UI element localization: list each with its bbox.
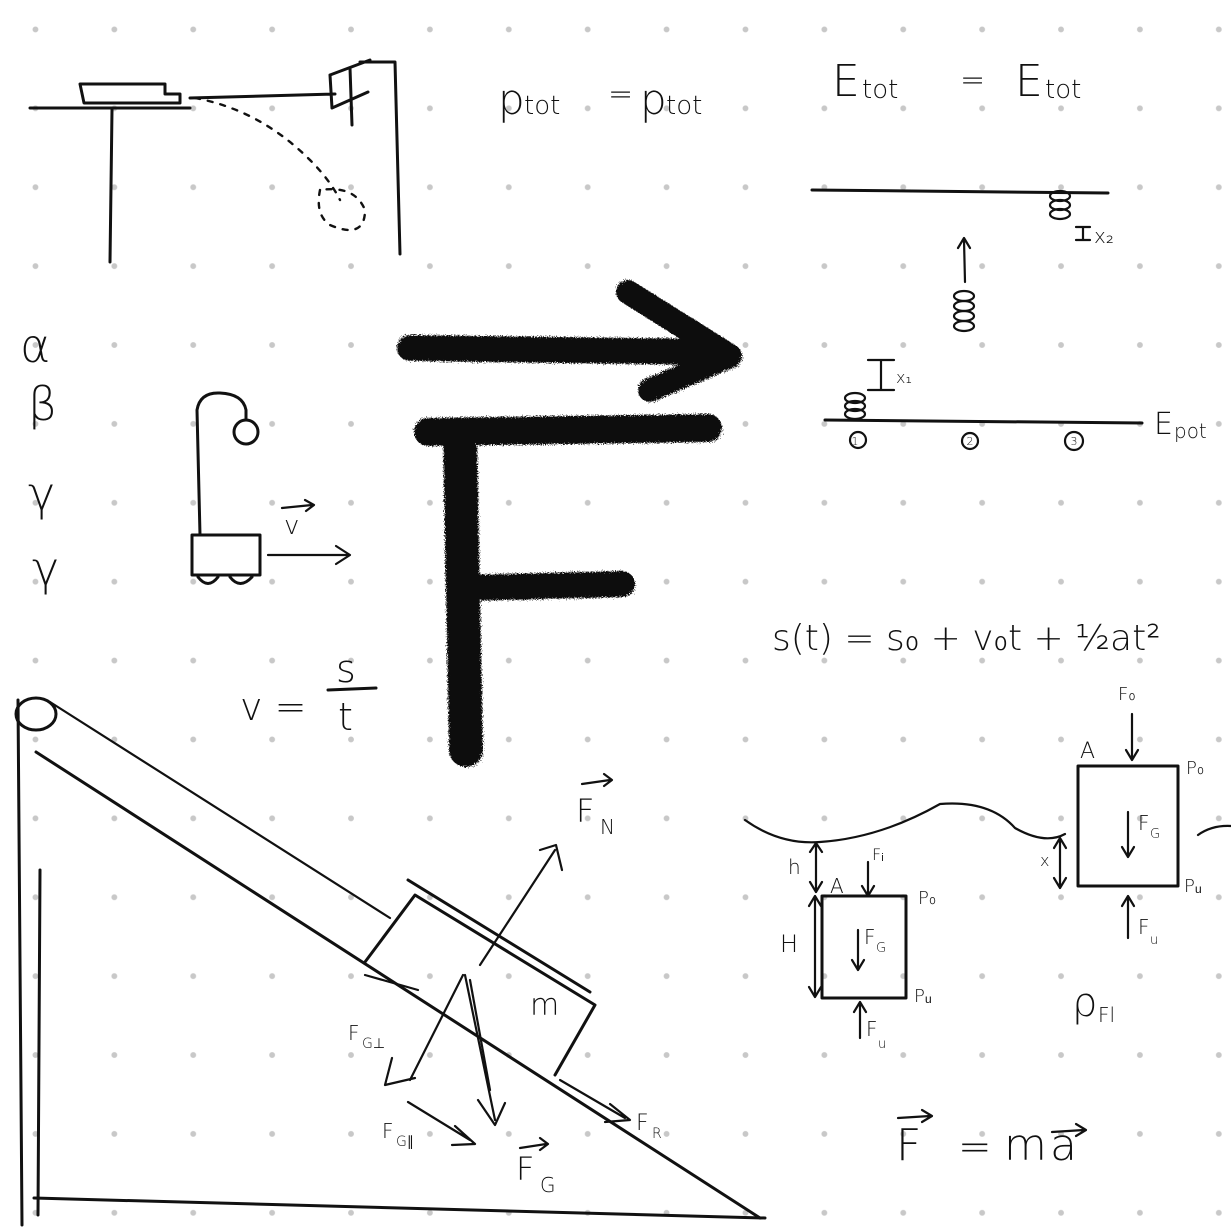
big-vector-f xyxy=(397,280,742,767)
fluid-density-sub: Fl xyxy=(1098,1003,1115,1027)
momentum-eq: = xyxy=(608,77,633,112)
buoy-right-Po: P₀ xyxy=(1186,758,1204,779)
incline-FR-sub: R xyxy=(652,1126,662,1142)
fraction-bar xyxy=(326,686,378,692)
momentum-lhs-sub: tot xyxy=(524,91,560,121)
buoy-left-Fg: F xyxy=(864,925,876,949)
newton-a: a xyxy=(1050,1120,1077,1171)
spring-x1: x₁ xyxy=(896,368,912,387)
momentum-rhs: p xyxy=(640,75,667,124)
buoy-right-Fu: F xyxy=(1138,915,1150,939)
momentum-lhs: p xyxy=(498,75,525,124)
position-1: 1 xyxy=(852,435,859,448)
greek-gamma: γ xyxy=(28,467,55,521)
spring-x2: x₂ xyxy=(1094,224,1114,248)
buoy-left-Fu: F xyxy=(866,1017,878,1041)
energy-lhs: E xyxy=(832,56,860,107)
buoy-left-H: H xyxy=(780,930,798,958)
fg-vector-arrow xyxy=(518,1136,550,1152)
fn-vector-arrow xyxy=(580,772,614,788)
kinematics-equation: s(t) = s₀ + v₀t + ½at² xyxy=(772,618,1161,659)
incline-FG-sub: G xyxy=(540,1173,556,1197)
velocity-formula-lhs: v = xyxy=(240,685,306,729)
momentum-rhs-sub: tot xyxy=(666,91,702,121)
newton-F: F xyxy=(896,1120,921,1171)
incline-FR: F xyxy=(636,1111,649,1136)
incline-mass: m xyxy=(530,988,559,1023)
buoy-right-x: x xyxy=(1040,851,1049,870)
fluid-density-symbol: ρ xyxy=(1072,980,1097,1026)
buoy-right-Pu: Pᵤ xyxy=(1184,876,1202,897)
incline-FN: F xyxy=(576,792,594,830)
cart-velocity-label: v xyxy=(284,511,299,541)
energy-eq: = xyxy=(960,63,985,98)
buoy-right-Fo: F₀ xyxy=(1118,684,1136,705)
buoyancy-diagram xyxy=(743,712,1231,1040)
buoy-right-A: A xyxy=(1080,739,1095,764)
position-2: 2 xyxy=(967,435,974,448)
epot-label: E xyxy=(1154,407,1173,442)
newton-F-vector xyxy=(896,1108,934,1124)
incline-FGperp-sub: G⊥ xyxy=(362,1036,385,1052)
greek-beta: β xyxy=(28,377,57,431)
buoy-left-Fg-sub: G xyxy=(876,941,886,956)
buoy-left-h: h xyxy=(788,855,801,879)
buoy-left-Pu: Pᵤ xyxy=(914,986,932,1007)
greek-alpha: α xyxy=(20,319,50,373)
cart-sketch xyxy=(190,391,352,585)
spring-diagram xyxy=(810,188,1144,452)
energy-rhs-sub: tot xyxy=(1045,75,1081,105)
epot-sub: pot xyxy=(1174,419,1207,443)
energy-rhs: E xyxy=(1015,56,1043,107)
greek-gamma-2: γ xyxy=(32,542,59,596)
buoy-left-Fu-sub: u xyxy=(878,1037,886,1052)
newton-a-vector xyxy=(1050,1122,1088,1138)
buoy-left-Fi: Fᵢ xyxy=(872,845,884,864)
position-3: 3 xyxy=(1071,435,1078,448)
newton-m: m xyxy=(1004,1120,1047,1171)
buoy-right-Fg-sub: G xyxy=(1150,827,1160,842)
incline-FG: F xyxy=(516,1150,534,1188)
incline-FGpar-sub: G∥ xyxy=(396,1134,414,1150)
projectile-sketch xyxy=(28,58,402,264)
incline-FN-sub: N xyxy=(600,815,615,839)
buoy-left-A: A xyxy=(830,874,844,898)
velocity-formula-num: s xyxy=(336,647,356,691)
buoy-left-Po: P₀ xyxy=(918,888,936,909)
velocity-formula-den: t xyxy=(338,695,353,739)
buoy-right-Fu-sub: u xyxy=(1150,933,1158,948)
inclined-plane xyxy=(14,696,767,1227)
incline-FGpar: F xyxy=(382,1119,394,1143)
incline-FGperp: F xyxy=(348,1021,360,1045)
buoy-right-Fg: F xyxy=(1138,811,1150,835)
newton-eq: = xyxy=(958,1124,992,1170)
energy-lhs-sub: tot xyxy=(862,75,898,105)
